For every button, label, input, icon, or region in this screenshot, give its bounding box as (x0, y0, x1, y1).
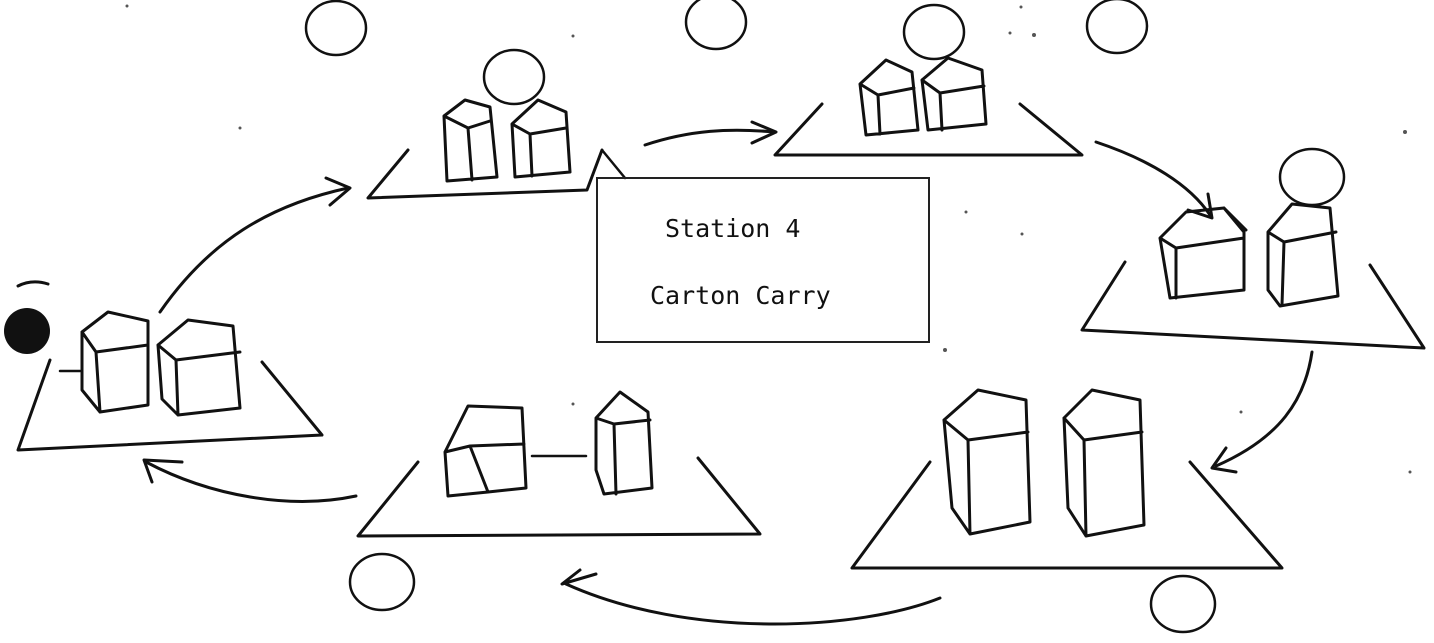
table-right (1082, 204, 1424, 348)
carton-bottom-right-2 (1064, 390, 1144, 536)
arrow-right-to-bottom-right (1216, 352, 1312, 466)
speck (1032, 33, 1036, 37)
carton-top-right-1 (860, 60, 918, 135)
carton-top-right-2 (922, 58, 986, 130)
carton-top-left-1 (444, 100, 497, 181)
speck (1403, 130, 1407, 134)
table-bottom-left (358, 392, 760, 536)
speck (126, 5, 129, 8)
speck (1020, 6, 1023, 9)
person-circle-top-1 (306, 1, 366, 55)
arrow-bottom-right-to-bottom-left-head (562, 570, 596, 584)
arrow-bottom-left-to-start (146, 462, 356, 501)
arrow-start-to-top-left (160, 188, 348, 312)
table-top-right (775, 58, 1082, 155)
speck (1240, 411, 1243, 414)
station-name: Carton Carry (650, 281, 831, 310)
station-title: Station 4 (665, 214, 800, 243)
carton-right-2 (1268, 204, 1338, 306)
table-top-left-surface (368, 150, 602, 198)
speck (1009, 32, 1012, 35)
start-marker-filled (4, 308, 50, 354)
person-circle-bottom-right (1151, 576, 1215, 632)
speck (239, 127, 242, 130)
carton-right-1 (1160, 208, 1246, 298)
start-marker-arc (18, 282, 48, 286)
person-circle-bottom-left (350, 554, 414, 610)
table-top-left (368, 100, 625, 198)
arrow-bottom-right-to-bottom-left (566, 584, 940, 624)
person-circle-top-2 (686, 0, 746, 49)
table-top-left-leg (602, 150, 625, 178)
carton-top-left-2 (512, 100, 570, 177)
table-bottom-left-surface (358, 458, 760, 536)
person-circle-table-top-right (904, 5, 964, 59)
person-circle-top-3 (1087, 0, 1147, 53)
speck (965, 211, 968, 214)
carton-start-2 (158, 320, 240, 415)
station-label-box (596, 177, 930, 343)
carton-bottom-left-2 (596, 392, 652, 494)
carton-bottom-left-1 (445, 406, 526, 496)
table-bottom-right (852, 390, 1282, 568)
arrow-top-right-to-right (1096, 142, 1210, 215)
table-right-surface (1082, 262, 1424, 348)
carton-bottom-right-1 (944, 390, 1030, 534)
speck (943, 348, 947, 352)
speck (572, 35, 575, 38)
person-circle-table-right (1280, 149, 1344, 205)
person-circle-table-top-left (484, 50, 544, 104)
speck (1409, 471, 1412, 474)
arrow-right-to-bottom-right-head (1212, 448, 1236, 472)
speck (572, 403, 575, 406)
speck (1021, 233, 1024, 236)
carton-start-1 (82, 312, 148, 412)
